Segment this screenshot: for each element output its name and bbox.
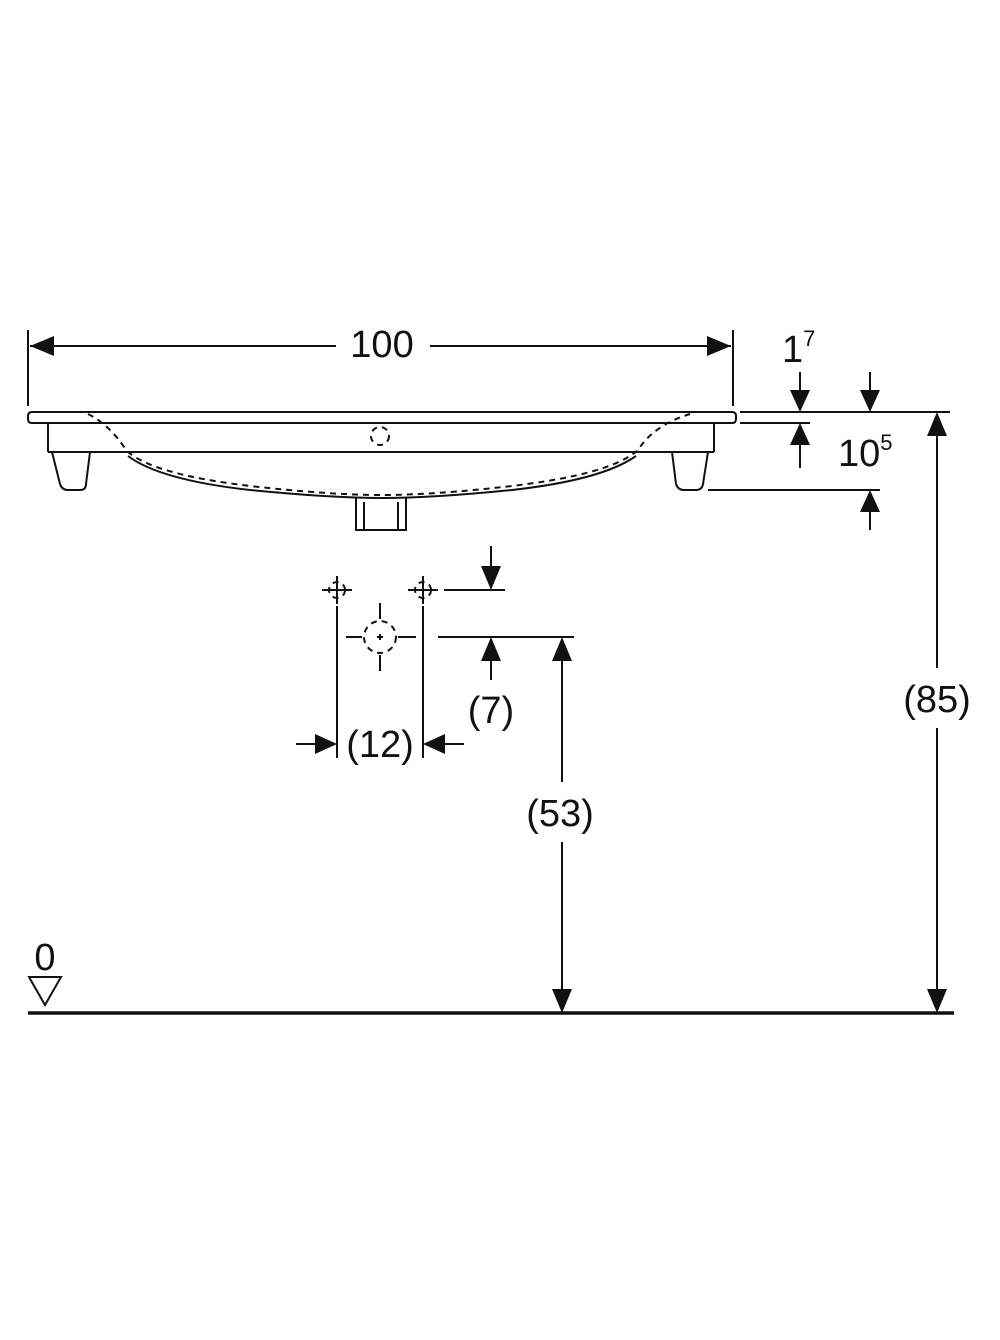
washbasin-outline [27, 411, 737, 531]
width-label: 100 [350, 324, 413, 366]
inner-bowl-hidden-line [87, 413, 691, 497]
tap-offset-label: (7) [468, 690, 514, 732]
tap-height-label: (53) [526, 793, 594, 835]
width-dimension [27, 330, 734, 406]
basin-depth-label: 105 [838, 430, 893, 475]
tap-spacing-dimension [296, 606, 464, 758]
tap-offset-dimension [438, 546, 574, 680]
basin-depth-sup: 5 [880, 430, 892, 455]
rim-thickness-label: 17 [782, 326, 815, 371]
floor-level-triangle-icon [27, 976, 63, 1008]
total-height-dimension [927, 412, 947, 1013]
tap-holes [322, 576, 438, 671]
tap-height-dimension [552, 637, 572, 1013]
basin-depth-dimension [708, 372, 880, 530]
floor-level-label: 0 [34, 937, 55, 979]
rim-thickness-dimension [740, 372, 950, 468]
basin-depth-base: 10 [838, 433, 880, 475]
tap-spacing-label: (12) [346, 724, 414, 766]
overflow-hole [370, 426, 390, 446]
rim-thickness-sup: 7 [803, 326, 815, 351]
total-height-label: (85) [903, 679, 971, 721]
rim-thickness-base: 1 [782, 329, 803, 371]
